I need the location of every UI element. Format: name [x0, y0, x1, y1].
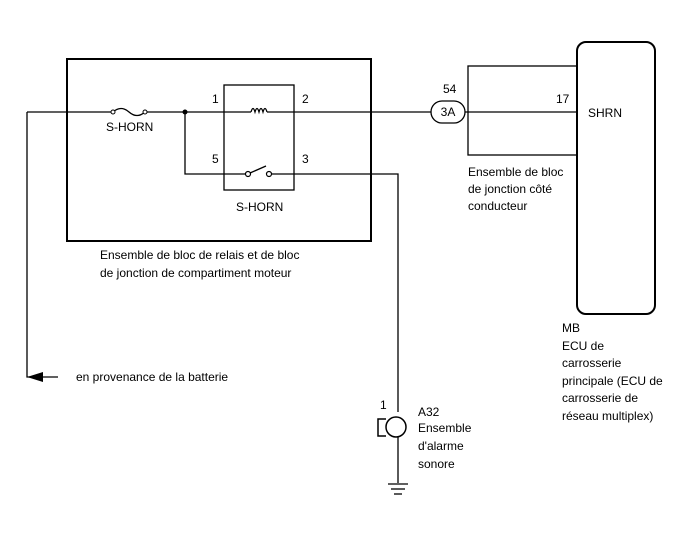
ecu-name-5: réseau multiplex) — [562, 409, 653, 423]
relay-block-caption-2: de jonction de compartiment moteur — [100, 266, 291, 280]
battery-label: en provenance de la batterie — [76, 370, 228, 384]
horn-code: A32 — [418, 405, 440, 419]
relay-box — [223, 84, 295, 191]
relay-pin-3: 3 — [302, 152, 309, 166]
fuse-icon — [112, 107, 146, 117]
ecu-box — [576, 41, 656, 315]
wire-battery — [26, 112, 58, 378]
ecu-name-2: carrosserie — [562, 356, 622, 370]
relay-label: S-HORN — [236, 200, 283, 214]
horn-name-1: Ensemble — [418, 421, 472, 435]
fuse-label: S-HORN — [106, 120, 153, 134]
ecu-code: MB — [562, 321, 580, 335]
junction-caption-2: de jonction côté — [468, 182, 552, 196]
horn-icon — [377, 416, 407, 438]
ecu-pin: 17 — [556, 92, 570, 106]
ecu-terminal: SHRN — [588, 106, 622, 120]
arrow-left-icon — [27, 372, 43, 382]
ecu-name-1: ECU de — [562, 339, 604, 353]
junction-block-box — [467, 65, 579, 156]
ecu-name-3: principale (ECU de — [562, 374, 663, 388]
horn-name-2: d'alarme — [418, 439, 464, 453]
relay-pin-2: 2 — [302, 92, 309, 106]
ecu-name-4: carrosserie de — [562, 391, 638, 405]
wire-switch-horn — [271, 173, 399, 412]
horn-pin: 1 — [380, 398, 387, 412]
wire-junction-switch — [184, 112, 246, 175]
junction-caption-1: Ensemble de bloc — [468, 165, 563, 179]
ground-icon — [388, 483, 408, 495]
relay-pin-5: 5 — [212, 152, 219, 166]
relay-switch-icon — [244, 165, 273, 178]
junction-caption-3: conducteur — [468, 199, 527, 213]
horn-name-3: sonore — [418, 457, 455, 471]
connector-label: 3A — [441, 105, 456, 119]
relay-coil-icon — [250, 107, 268, 115]
relay-block-box — [66, 58, 372, 242]
relay-block-caption-1: Ensemble de bloc de relais et de bloc — [100, 248, 299, 262]
relay-pin-1: 1 — [212, 92, 219, 106]
connector-pin: 54 — [443, 82, 457, 96]
